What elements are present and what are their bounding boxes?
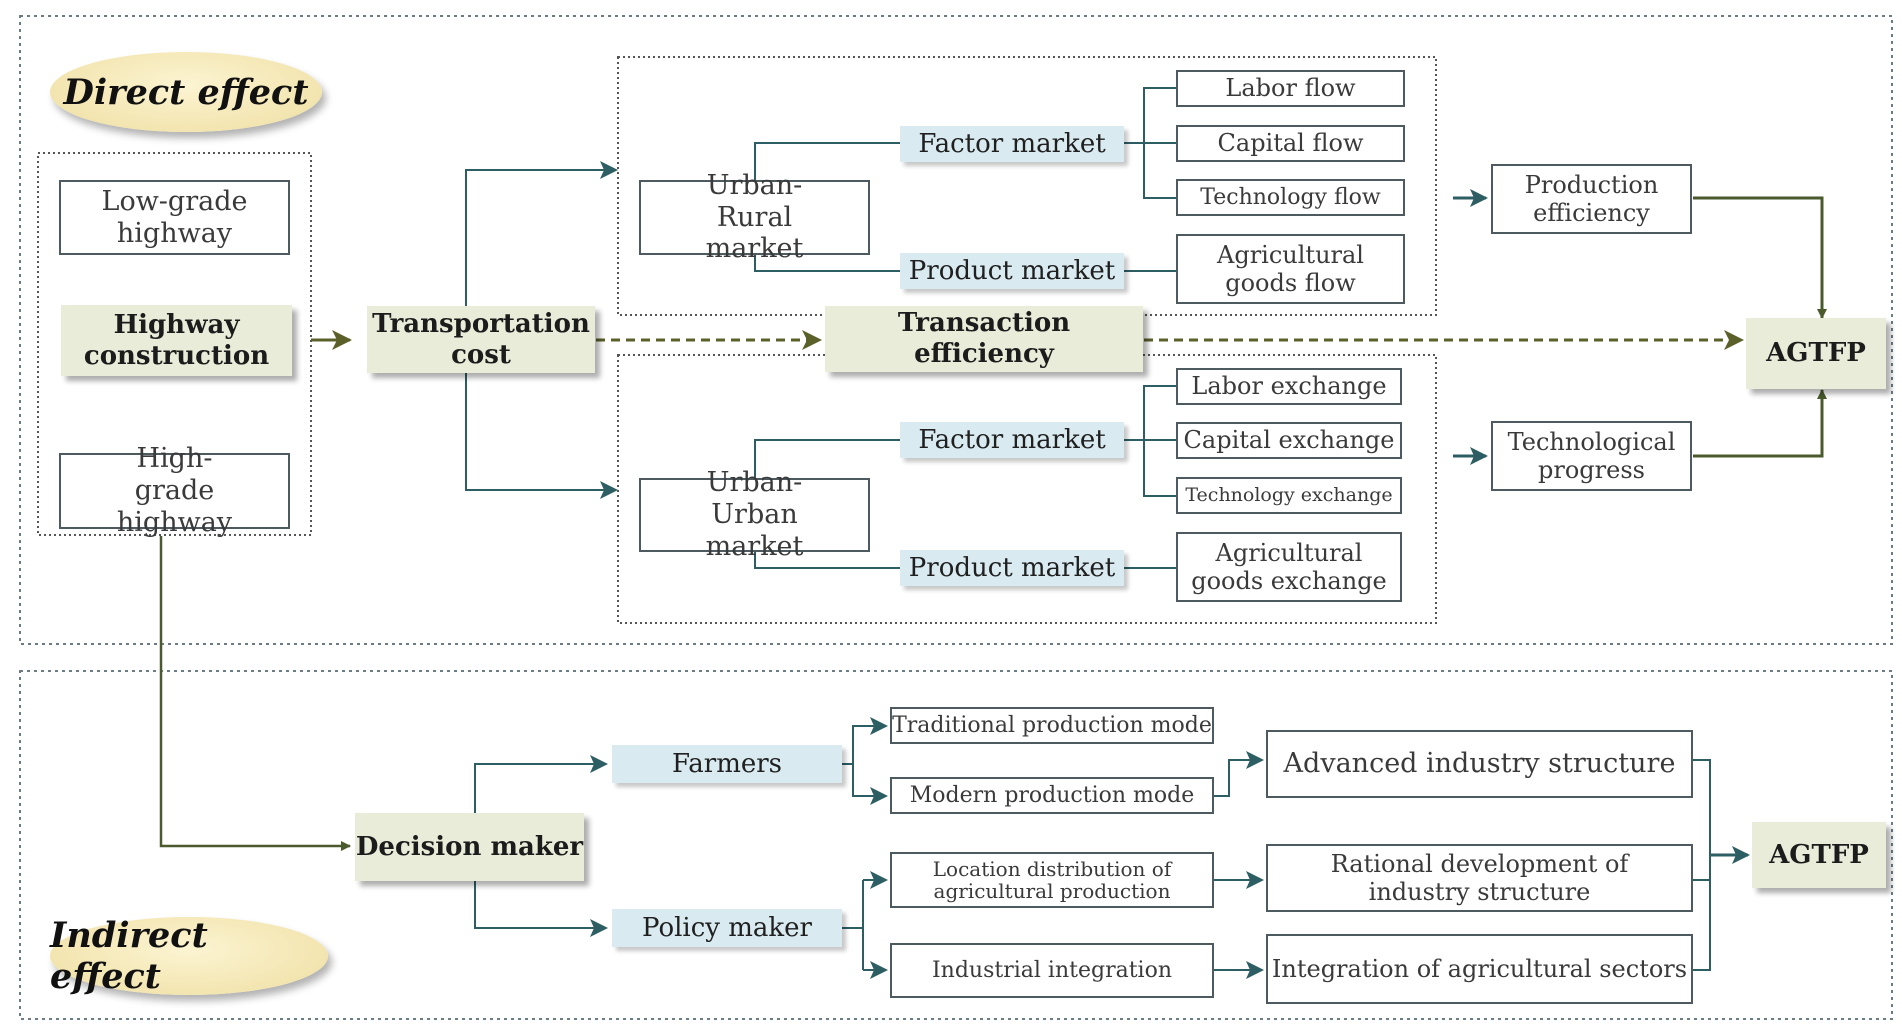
- ur-product-market-box: Product market: [900, 253, 1124, 289]
- urban-rural-market-box: Urban-Rural market: [639, 170, 870, 264]
- highway-group-frame: [37, 152, 312, 536]
- farmers-box: Farmers: [612, 745, 842, 783]
- ur-factor-market-box: Factor market: [900, 126, 1124, 162]
- low-grade-highway-box: Low-grade highway: [59, 180, 290, 255]
- labor-exchange-box: Labor exchange: [1176, 368, 1402, 405]
- agricultural-goods-exchange-box: Agricultural goods exchange: [1176, 532, 1402, 602]
- agtfp-indirect-box: AGTFP: [1752, 822, 1886, 888]
- indirect-effect-frame: [19, 670, 1893, 1020]
- transaction-efficiency-box: Transaction efficiency: [825, 306, 1143, 372]
- uu-product-market-box: Product market: [900, 550, 1124, 586]
- direct-lines: [311, 87, 1827, 569]
- transportation-cost-box: Transportation cost: [367, 306, 595, 373]
- decision-maker-box: Decision maker: [355, 813, 584, 881]
- rational-development-box: Rational development of industry structu…: [1266, 844, 1693, 912]
- advanced-industry-structure-box: Advanced industry structure: [1266, 730, 1693, 798]
- high-grade-highway-box: High-grade highway: [59, 443, 290, 538]
- modern-production-mode-box: Modern production mode: [890, 777, 1214, 814]
- policy-maker-box: Policy maker: [612, 909, 842, 947]
- traditional-production-mode-box: Traditional production mode: [890, 707, 1214, 744]
- capital-flow-box: Capital flow: [1176, 125, 1405, 162]
- industrial-integration-box: Industrial integration: [890, 943, 1214, 998]
- uu-factor-market-box: Factor market: [900, 422, 1124, 458]
- labor-flow-box: Labor flow: [1176, 70, 1405, 107]
- integration-agricultural-sectors-box: Integration of agricultural sectors: [1266, 934, 1693, 1004]
- location-distribution-box: Location distribution of agricultural pr…: [890, 852, 1214, 908]
- technological-progress-box: Technological progress: [1491, 421, 1692, 491]
- urban-urban-market-box: Urban-Urban market: [639, 467, 870, 562]
- indirect-lines: [159, 536, 1750, 979]
- direct-effect-label: Direct effect: [50, 52, 322, 132]
- urban-urban-frame: [617, 354, 1437, 624]
- agtfp-direct-box: AGTFP: [1746, 318, 1886, 389]
- technology-exchange-box: Technology exchange: [1176, 477, 1402, 514]
- technology-flow-box: Technology flow: [1176, 179, 1405, 216]
- capital-exchange-box: Capital exchange: [1176, 422, 1402, 459]
- agricultural-goods-flow-box: Agricultural goods flow: [1176, 234, 1405, 304]
- highway-construction-box: Highway construction: [61, 305, 292, 376]
- direct-effect-frame: [19, 15, 1893, 645]
- production-efficiency-box: Production efficiency: [1491, 164, 1692, 234]
- indirect-effect-label: Indirect effect: [50, 915, 328, 997]
